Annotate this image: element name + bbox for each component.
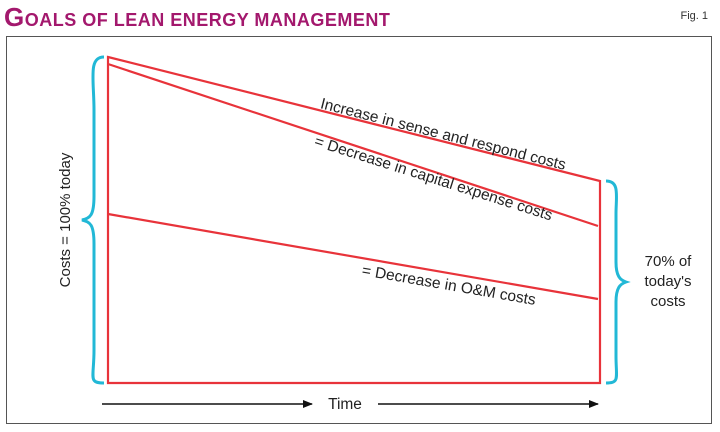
right-bracket [605,179,631,385]
title-rest: OALS OF LEAN ENERGY MANAGEMENT [24,10,391,30]
time-label: Time [328,396,362,413]
capital-expense-line [107,62,599,228]
om-cost-line [107,212,599,301]
left-bracket [81,55,105,385]
om-cost-label: = Decrease in O&M costs [361,262,538,309]
right-label-line-3: costs [650,293,685,310]
title-first-letter: G [4,2,25,32]
right-label-line-2: today's [644,273,691,290]
cost-area-outline [106,55,602,385]
figure-number-label: Fig. 1 [680,10,708,22]
y-axis-label: Costs = 100% today [57,152,74,287]
right-label-line-1: 70% of [645,253,693,270]
figure-frame [6,36,712,424]
figure-title: GOALS OF LEAN ENERGY MANAGEMENT [4,4,390,33]
